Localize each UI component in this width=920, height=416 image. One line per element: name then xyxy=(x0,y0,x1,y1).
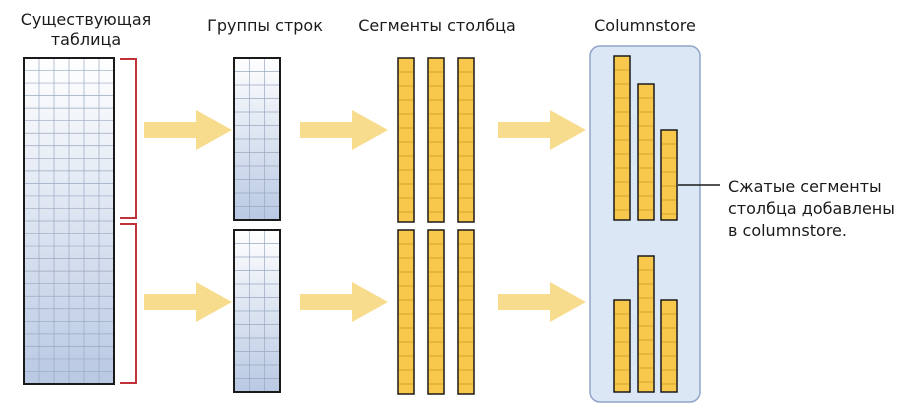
compressed-segment-1 xyxy=(613,55,631,221)
compressed-segment-5-body xyxy=(637,255,655,393)
column-segment-top-3-body xyxy=(457,57,475,223)
existing-table xyxy=(23,57,115,385)
compressed-segment-6-body xyxy=(660,299,678,393)
bracket-bottom xyxy=(120,223,137,384)
existing-table-label: Существующая таблица xyxy=(0,10,172,50)
column-segment-top-1-body xyxy=(397,57,415,223)
right-arrow-icon xyxy=(498,110,586,150)
column-segment-bottom-1 xyxy=(397,229,415,395)
compressed-segment-4 xyxy=(613,299,631,393)
right-arrow-icon xyxy=(144,110,232,150)
column-segment-bottom-3 xyxy=(457,229,475,395)
row-group-1 xyxy=(233,57,281,221)
row-groups-label: Группы строк xyxy=(207,16,323,35)
column-segment-top-2 xyxy=(427,57,445,223)
existing-table-label-line1: Существующая xyxy=(20,10,152,29)
row-group-2 xyxy=(233,229,281,393)
column-segment-bottom-3-body xyxy=(457,229,475,395)
column-segment-top-3 xyxy=(457,57,475,223)
existing-table-label-line2: таблица xyxy=(50,30,122,49)
column-segment-bottom-2-body xyxy=(427,229,445,395)
right-arrow-icon xyxy=(144,282,232,322)
compressed-segment-5 xyxy=(637,255,655,393)
compressed-segment-3-body xyxy=(660,129,678,221)
bracket-top xyxy=(120,58,137,219)
compressed-segment-6 xyxy=(660,299,678,393)
right-arrow-icon xyxy=(498,282,586,322)
column-segment-bottom-1-body xyxy=(397,229,415,395)
existing-table-border xyxy=(23,57,115,385)
compressed-segment-2-body xyxy=(637,83,655,221)
compressed-segment-2 xyxy=(637,83,655,221)
column-segment-top-2-body xyxy=(427,57,445,223)
column-segment-top-1 xyxy=(397,57,415,223)
column-segment-bottom-2 xyxy=(427,229,445,395)
annotation-line2: столбца добавлены xyxy=(728,199,895,218)
right-arrow-icon xyxy=(300,282,388,322)
compressed-segment-4-body xyxy=(613,299,631,393)
annotation-line3: в columnstore. xyxy=(728,221,847,240)
compressed-segment-1-body xyxy=(613,55,631,221)
compressed-segment-3 xyxy=(660,129,678,221)
annotation-line1: Сжатые сегменты xyxy=(728,177,882,196)
column-segments-label: Сегменты столбца xyxy=(358,16,516,35)
row-group-2-border xyxy=(233,229,281,393)
columnstore-label: Columnstore xyxy=(594,16,696,35)
annotation-text: Сжатые сегменты столбца добавлены в colu… xyxy=(728,176,918,242)
row-group-1-border xyxy=(233,57,281,221)
right-arrow-icon xyxy=(300,110,388,150)
